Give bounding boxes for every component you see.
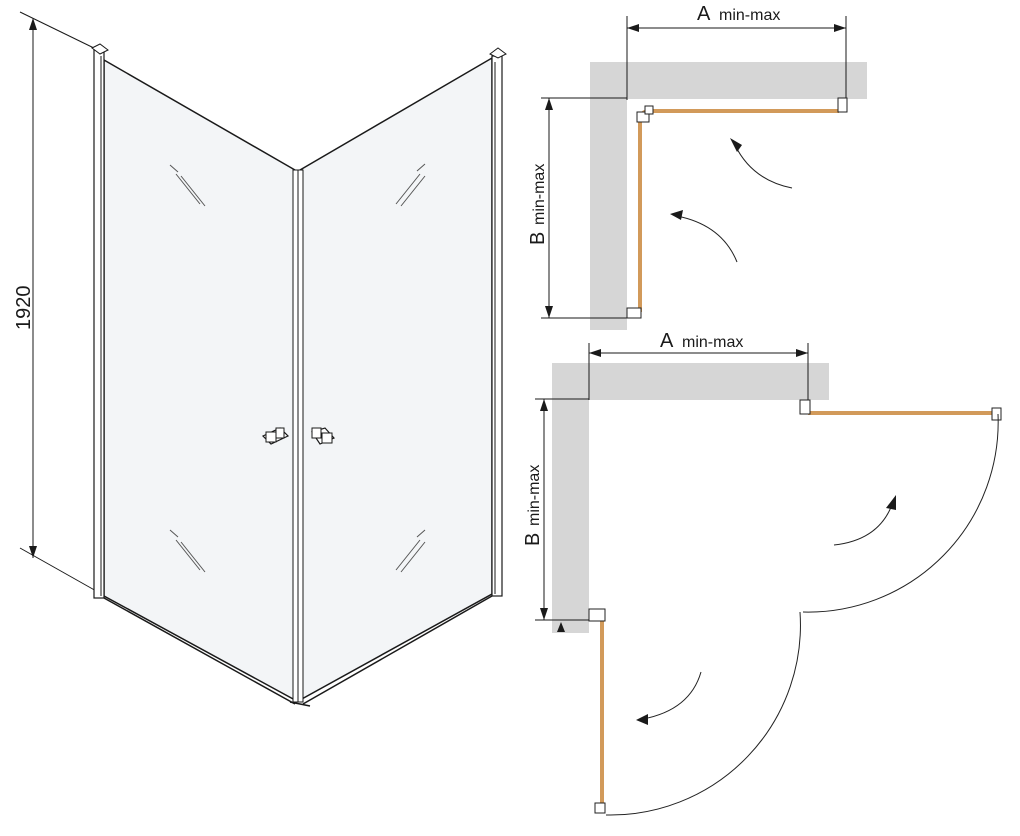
height-label: 1920 [13, 286, 35, 331]
hinge-side-top [588, 608, 606, 622]
wall-side [590, 62, 627, 330]
glass-reflection-marks [169, 163, 426, 573]
hinge-back-right [837, 97, 848, 113]
right-wall-profile [489, 47, 507, 597]
height-dimension: 1920 [13, 11, 99, 593]
hinge-side-bottom [594, 802, 606, 814]
width-label-suffix: min-max [682, 334, 743, 351]
width-label-letter: A [660, 330, 674, 352]
wall-back [552, 363, 829, 400]
right-door-handle [311, 427, 336, 445]
width-dimension: A min-max [588, 330, 809, 400]
glass-profile-top [638, 109, 839, 312]
door-swing-arcs [605, 413, 999, 816]
left-wall-profile [91, 43, 109, 599]
corner-profiles [103, 169, 493, 707]
left-glass-panel [103, 58, 296, 702]
wall-back [590, 62, 867, 99]
depth-label-suffix: min-max [531, 164, 548, 225]
left-door-handle [261, 427, 290, 445]
depth-dimension: B min-max [527, 97, 636, 319]
plan-view-top: A min-max B min-max [527, 3, 867, 330]
door-swing-arrows [670, 138, 793, 263]
depth-label-letter: B [522, 533, 544, 546]
hinge-corner-2 [644, 105, 654, 115]
wall-side [552, 363, 589, 633]
perspective-view: 1920 [13, 11, 507, 707]
hinge-back-left [799, 399, 811, 415]
width-label-suffix: min-max [719, 7, 780, 24]
hinge-corner [636, 111, 650, 123]
depth-label-suffix: min-max [526, 465, 543, 526]
plan-view-bottom: A min-max B min-max [522, 330, 1002, 816]
depth-dimension: B min-max [522, 398, 600, 632]
right-glass-panel [299, 56, 493, 702]
width-dimension: A min-max [626, 3, 847, 100]
hinge-back-right [991, 407, 1002, 421]
hinge-side-bottom [626, 307, 642, 319]
depth-label-letter: B [527, 232, 549, 245]
width-label-letter: A [697, 3, 711, 25]
